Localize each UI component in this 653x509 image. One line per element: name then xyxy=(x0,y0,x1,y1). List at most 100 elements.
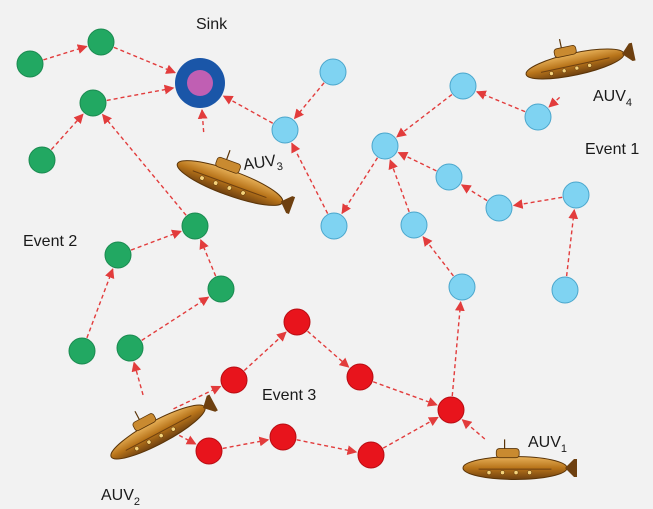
auv-porthole xyxy=(213,180,219,186)
auv-hull-line xyxy=(192,170,267,199)
arrow-layer xyxy=(43,44,579,456)
auv-1-icon xyxy=(462,439,577,480)
arrow-b7-to-b4 xyxy=(397,151,437,172)
green-sensor-node xyxy=(104,241,132,269)
auv-4-label: AUV4 xyxy=(593,88,632,109)
auv-porthole xyxy=(240,190,246,196)
event-3-label: Event 3 xyxy=(262,387,316,404)
red-sensor-node xyxy=(283,308,311,336)
auv-porthole xyxy=(549,71,554,76)
auv-porthole xyxy=(527,470,532,475)
auv-porthole xyxy=(513,470,519,475)
auv-tower xyxy=(132,413,157,432)
auv-hull-line xyxy=(540,57,610,73)
blue-sensor-node xyxy=(485,194,513,222)
auv-mast xyxy=(226,150,231,160)
auv-hull-line xyxy=(125,415,192,451)
node-layer xyxy=(16,28,590,469)
auv-porthole xyxy=(170,426,176,432)
auv-propeller xyxy=(565,459,577,477)
auv-propeller xyxy=(203,394,218,412)
blue-sensor-node xyxy=(400,211,428,239)
arrow-r1-to-r3 xyxy=(307,330,350,368)
arrow-r2-to-r1 xyxy=(243,331,287,372)
arrow-b1-to-b2 xyxy=(293,82,325,120)
auv-propeller xyxy=(621,42,636,61)
sink-label: Sink xyxy=(196,16,228,33)
red-sensor-node xyxy=(269,423,297,451)
auv-tower xyxy=(553,45,577,58)
auv-propeller xyxy=(280,196,296,215)
arrow-g1-to-g2 xyxy=(43,44,88,61)
green-sensor-node xyxy=(68,337,96,365)
arrow-b8-to-b7 xyxy=(460,184,488,202)
arrow-auv1-to-r4 xyxy=(461,419,486,440)
auv-3-label: AUV3 xyxy=(242,152,284,178)
auv-3-icon xyxy=(176,150,296,215)
green-sensor-node xyxy=(79,89,107,117)
arrow-r6-to-r7 xyxy=(296,439,358,456)
blue-sensor-node xyxy=(271,116,299,144)
auv-tower xyxy=(215,156,241,174)
arrow-b4-to-b3 xyxy=(341,157,379,215)
auv-tower xyxy=(495,448,520,459)
blue-sensor-node xyxy=(551,276,579,304)
arrow-g9-to-g7 xyxy=(141,296,210,341)
blue-sensor-node xyxy=(449,72,477,100)
arrow-g8-to-g6 xyxy=(86,268,115,339)
arrow-g7-to-g5 xyxy=(199,238,217,277)
auv-porthole xyxy=(486,470,492,475)
arrow-g4-to-g3 xyxy=(50,113,84,151)
red-sensor-node xyxy=(346,363,374,391)
auv-porthole xyxy=(587,63,592,68)
event-2-label: Event 2 xyxy=(23,233,77,250)
event-1-label: Event 1 xyxy=(585,141,639,158)
auv-mast xyxy=(558,39,562,48)
auv-1-label: AUV1 xyxy=(528,434,567,455)
arrow-b6-to-b5 xyxy=(475,90,526,113)
arrow-g3-to-sink xyxy=(106,84,175,102)
green-sensor-node xyxy=(87,28,115,56)
arrow-r7-to-r4 xyxy=(382,416,439,449)
arrow-g2-to-sink xyxy=(113,46,176,74)
arrow-r3-to-r4 xyxy=(372,381,438,407)
sink-node xyxy=(175,58,225,108)
auv-porthole xyxy=(199,175,205,181)
green-sensor-node xyxy=(207,275,235,303)
arrow-b9-to-b8 xyxy=(512,196,563,209)
arrow-b12-to-b11 xyxy=(422,236,454,277)
green-sensor-node xyxy=(181,212,209,240)
auv-4-icon xyxy=(525,39,636,80)
auv-porthole xyxy=(500,470,505,475)
arrow-auv4-to-b6 xyxy=(548,96,561,108)
arrow-b11-to-b4 xyxy=(388,159,410,213)
blue-sensor-node xyxy=(524,103,552,131)
auv-mast xyxy=(134,410,140,420)
blue-sensor-node xyxy=(562,181,590,209)
blue-sensor-node xyxy=(371,132,399,160)
arrow-auv2-to-g9 xyxy=(131,361,144,396)
arrow-b2-to-sink xyxy=(222,95,274,124)
arrow-b5-to-b4 xyxy=(396,93,453,138)
auv-porthole xyxy=(561,68,567,74)
auv-porthole xyxy=(158,433,164,438)
arrow-b3-to-b2 xyxy=(291,142,329,214)
blue-sensor-node xyxy=(319,58,347,86)
auv-porthole xyxy=(226,185,232,191)
arrow-b10-to-b9 xyxy=(565,208,579,277)
arrow-auv3-to-sink xyxy=(197,108,208,133)
arrow-auv2-to-r2 xyxy=(173,385,222,410)
arrow-r4-to-b12 xyxy=(451,300,465,397)
green-sensor-node xyxy=(116,334,144,362)
auv-porthole xyxy=(146,439,152,445)
green-sensor-node xyxy=(28,146,56,174)
arrow-g5-to-g3 xyxy=(101,113,187,216)
auv-hull xyxy=(462,456,568,480)
auv-porthole xyxy=(134,446,140,451)
auv-porthole xyxy=(574,65,580,71)
red-sensor-node xyxy=(220,366,248,394)
red-sensor-node xyxy=(357,441,385,469)
arrow-g6-to-g5 xyxy=(130,229,182,251)
